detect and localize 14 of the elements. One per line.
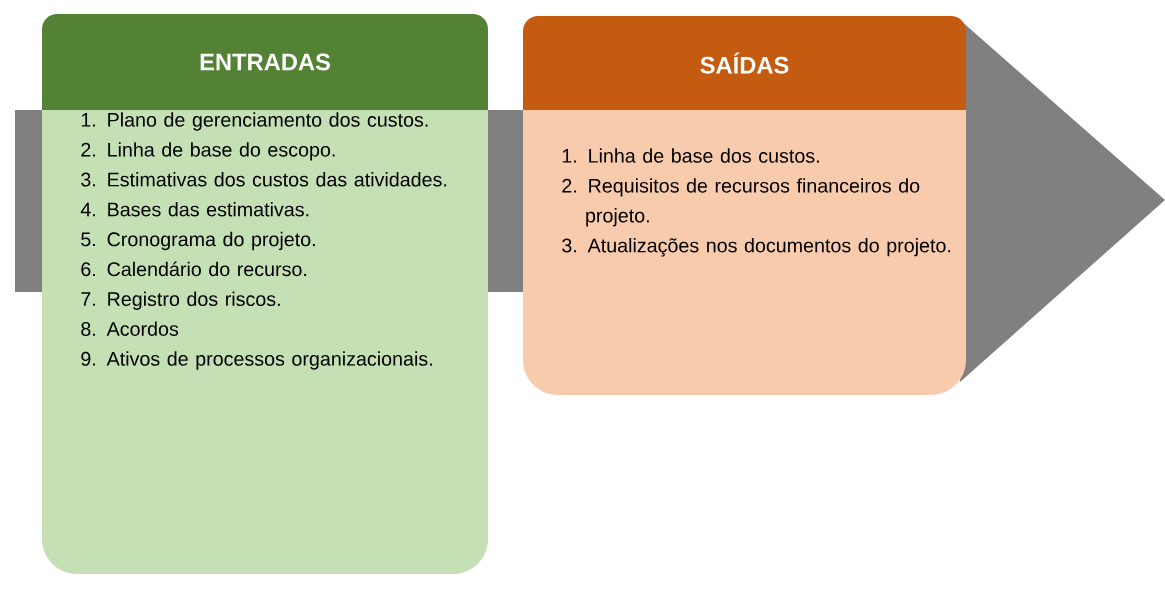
list-item: 2. Requisitos de recursos financeiros do projeto. <box>562 178 920 227</box>
list-item: 9. Ativos de processos organizacionais. <box>81 351 432 370</box>
list-item: 6. Calendário do recurso. <box>81 261 307 277</box>
list-item: 8. Acordos <box>81 321 179 336</box>
list-item: 4. Bases das estimativas. <box>80 202 309 217</box>
list-item: 2. Linha de base do escopo. <box>81 142 335 161</box>
list-item: 3. Estimativas dos custos das atividades. <box>81 172 447 187</box>
list-item: 3. Atualizações nos documentos do projeto. <box>562 238 951 257</box>
list-item: 1. Linha de base dos custos. <box>562 148 819 163</box>
heading: SAÍDAS <box>700 52 789 74</box>
list-item: 7. Registro dos riscos. <box>81 291 280 310</box>
heading: ENTRADAS <box>200 53 330 71</box>
list-item: 5. Cronograma do projeto. <box>81 231 315 251</box>
list-item: 1. Plano de gerenciamento dos custos. <box>81 112 428 131</box>
